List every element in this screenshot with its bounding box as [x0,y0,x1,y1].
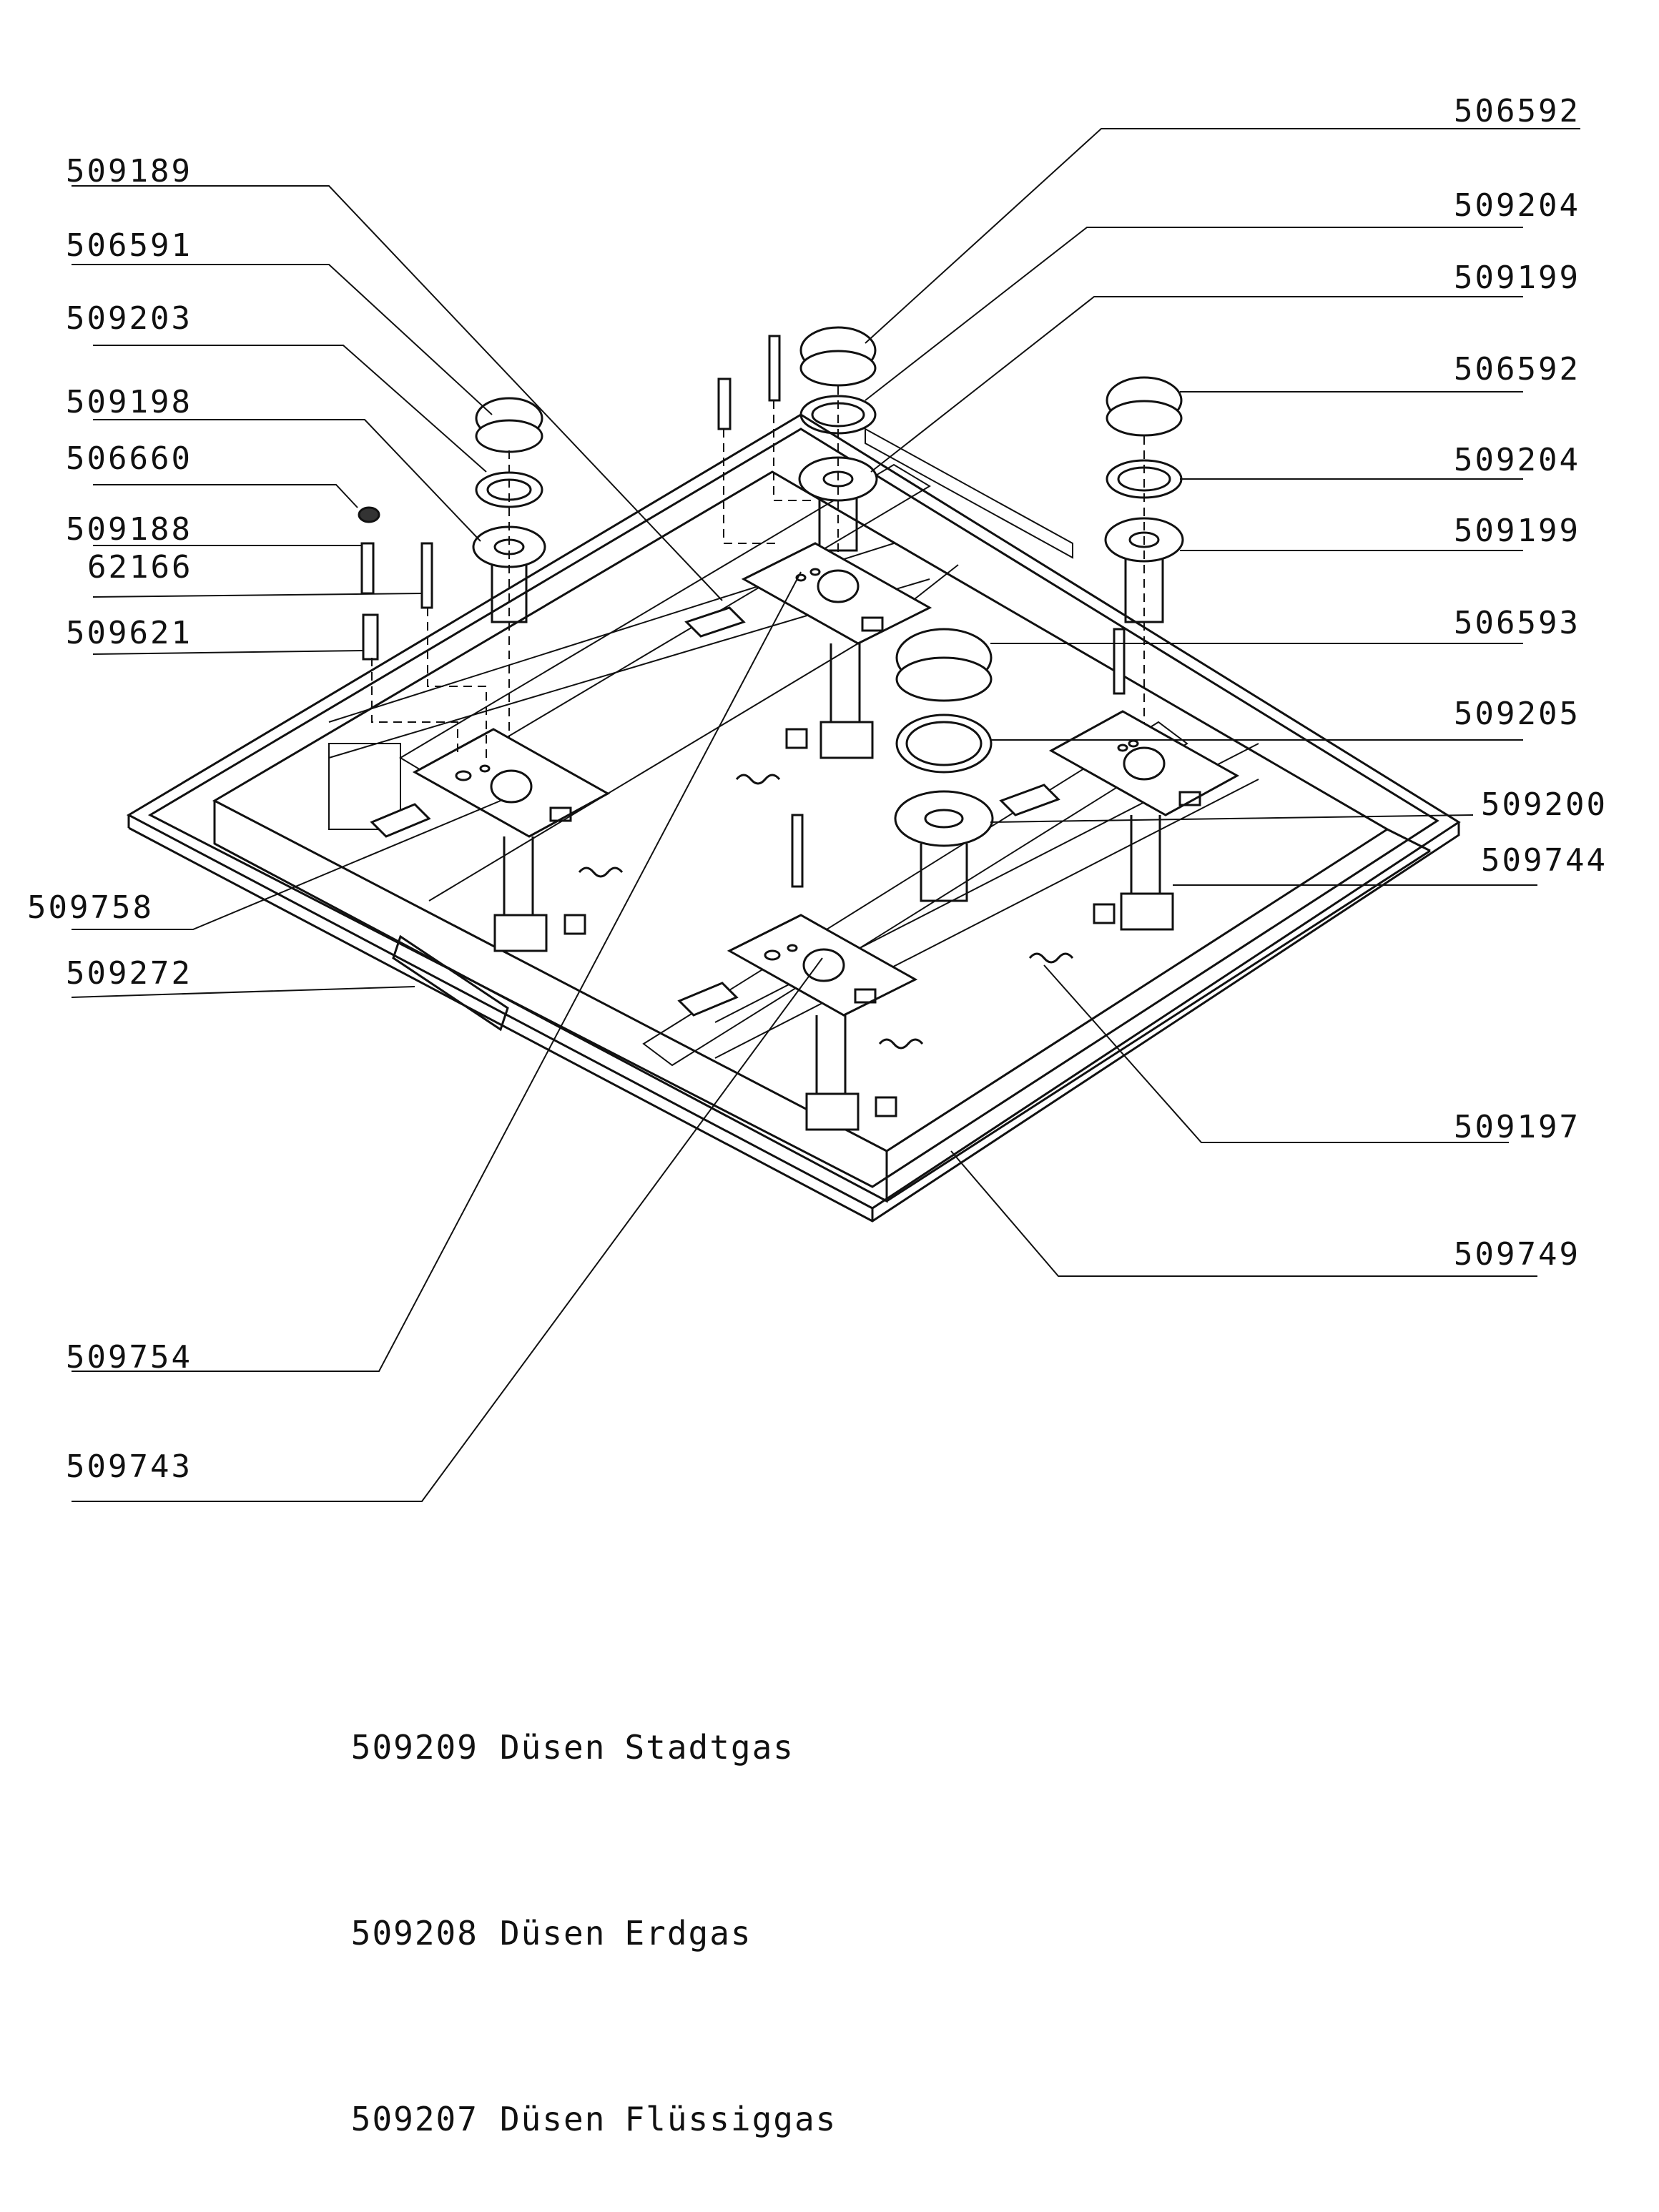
leader-lines-right [865,128,1580,1277]
part-number-label: 506592 [1454,93,1580,129]
part-number-label: 506592 [1454,351,1580,387]
legend-word: Düsen [499,2100,606,2138]
part-number-label: 509204 [1454,442,1580,478]
clips-and-springs [370,606,1116,1117]
part-number-label: 509189 [66,153,192,189]
part-number-label: 509621 [66,615,192,651]
part-number-label: 509754 [66,1339,192,1376]
part-number-label: 509203 [66,300,192,337]
legend-gas: Stadtgas [624,1728,794,1767]
legend-code: 509208 [350,1914,478,1952]
gas-taps [493,643,1174,1131]
part-number-label: 509188 [66,511,192,548]
burner-large-center [894,628,994,902]
bracket-right [1048,710,1240,816]
legend-code: 509209 [350,1728,478,1767]
part-number-label: 509744 [1481,842,1608,879]
burner-front-left [472,397,546,758]
part-number-label: 509199 [1454,260,1580,296]
part-number-label: 509758 [27,889,154,926]
part-number-label: 506593 [1454,605,1580,641]
part-number-label: 506660 [66,440,192,477]
legend-row: 509207 Düsen Flüssiggas [266,2063,837,2175]
exploded-parts-drawing [71,128,1580,1502]
legend-code: 509207 [350,2100,478,2138]
part-number-label: 62166 [87,549,193,586]
legend-gas: Flüssiggas [624,2100,837,2138]
leader-lines-left [71,185,823,1502]
part-number-label: 509197 [1454,1109,1580,1145]
bracket-left [412,728,611,838]
legend-word: Düsen [499,1728,606,1767]
burner-right [1104,376,1184,758]
bracket-rear [741,542,932,645]
part-number-label: 509749 [1454,1236,1580,1273]
part-number-label: 506591 [66,227,192,264]
part-number-label: 509200 [1481,786,1608,823]
strip-part [392,934,509,1032]
legend-word: Düsen [499,1914,606,1952]
part-number-label: 509198 [66,384,192,420]
electrodes [358,335,1126,888]
bracket-front [727,914,918,1017]
legend-row: 509208 Düsen Erdgas [266,1877,837,1989]
part-number-label: 509204 [1454,187,1580,224]
burner-rear-middle [798,326,878,593]
part-number-label: 509743 [66,1448,192,1485]
legend-row: 509209 Düsen Stadtgas [266,1692,837,1803]
part-number-label: 509205 [1454,696,1580,732]
part-number-label: 509199 [1454,513,1580,549]
part-number-label: 509272 [66,955,192,992]
legend-gas: Erdgas [624,1914,752,1952]
